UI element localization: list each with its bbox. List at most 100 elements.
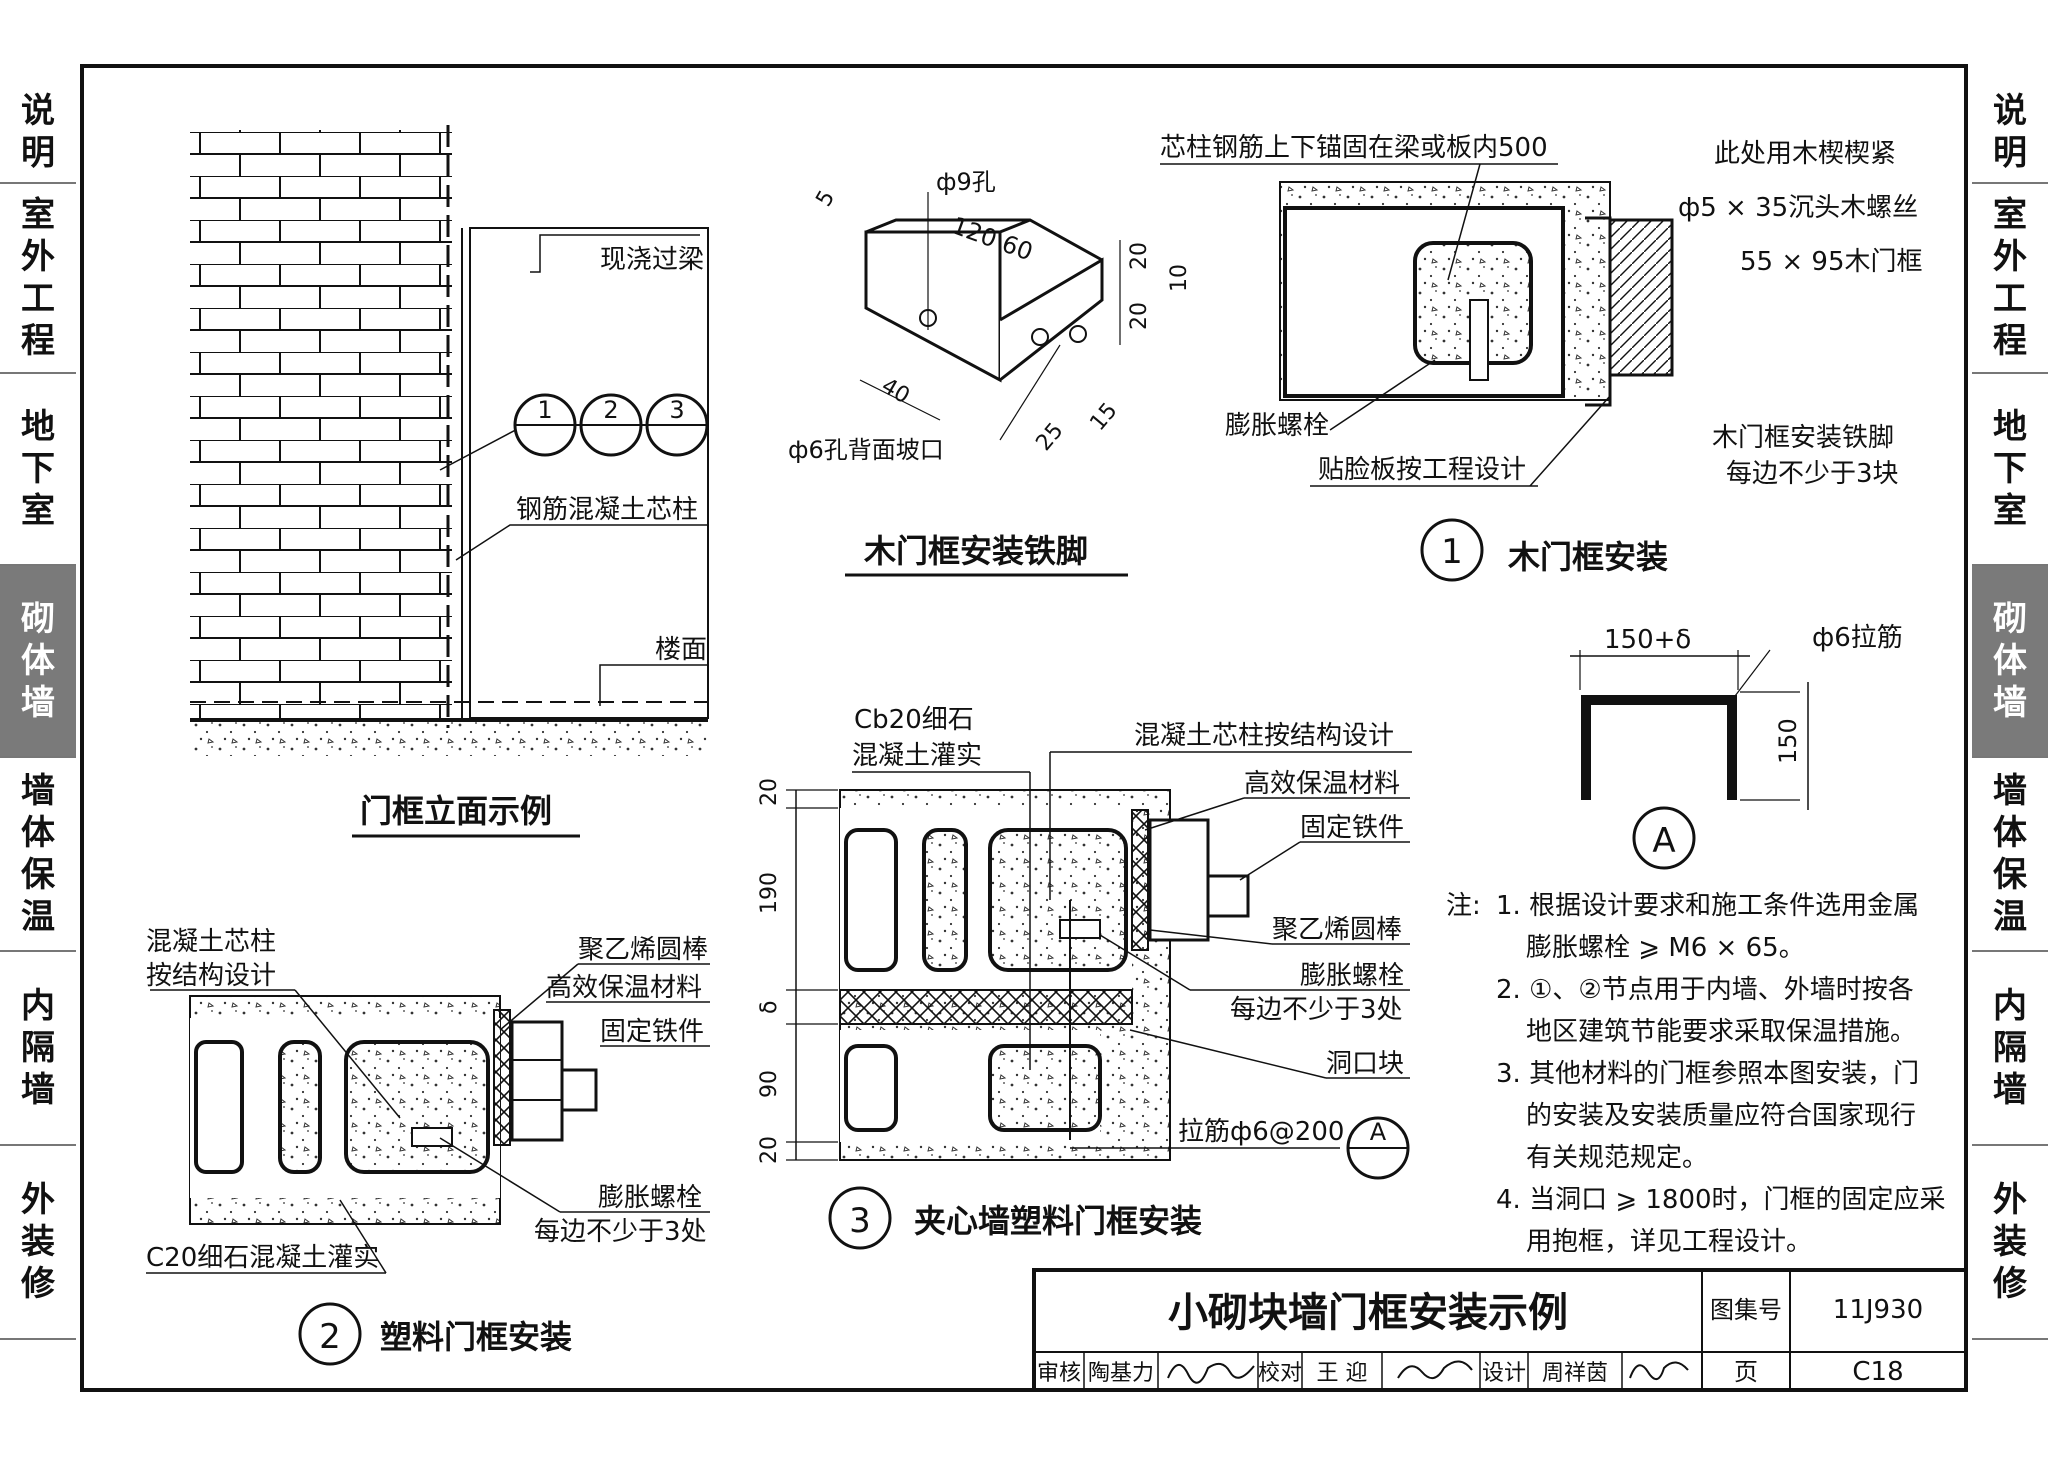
note-line-4: 3. 其他材料的门框参照本图安装，门 bbox=[1496, 1059, 1919, 1089]
sidebar-tab-char: 墙 bbox=[21, 683, 55, 723]
sidebar-tab-3[interactable]: 砌体墙 bbox=[1972, 566, 2048, 758]
sidebar-tab-char: 体 bbox=[1993, 813, 2027, 853]
sidebar-tab-char: 程 bbox=[1993, 321, 2027, 361]
d3-fixer: 固定铁件 bbox=[1300, 813, 1404, 843]
sidebar-tab-1[interactable]: 室外工程 bbox=[1972, 184, 2048, 374]
note-line-2: 2. ①、②节点用于内墙、外墙时按各 bbox=[1496, 975, 1914, 1005]
sidebar-tab-4[interactable]: 墙体保温 bbox=[0, 758, 76, 952]
sidebar-tab-3[interactable]: 砌体墙 bbox=[0, 566, 76, 758]
d2-caption: 塑料门框安装 bbox=[380, 1318, 572, 1356]
sidebar-tab-0[interactable]: 说明 bbox=[1972, 82, 2048, 184]
d2-grout: C20细石混凝土灌实 bbox=[146, 1243, 379, 1273]
note-line-7: 4. 当洞口 ⩾ 1800时，门框的固定应采 bbox=[1496, 1185, 1946, 1215]
design-label: 设计 bbox=[1482, 1361, 1526, 1386]
d3-caption: 夹心墙塑料门框安装 bbox=[914, 1202, 1202, 1240]
sidebar-tab-char: 修 bbox=[1993, 1264, 2027, 1304]
detail-markers: 1 2 3 bbox=[513, 393, 709, 457]
d2-core-line1: 混凝土芯柱 bbox=[146, 927, 276, 957]
d1-number: 1 bbox=[1441, 532, 1463, 572]
sidebar-tab-char: 装 bbox=[21, 1222, 55, 1262]
d2-insul: 高效保温材料 bbox=[546, 973, 702, 1003]
d2-fixer: 固定铁件 bbox=[600, 1017, 704, 1047]
note-line-6: 有关规范规定。 bbox=[1526, 1143, 1708, 1173]
d3-bolt-qty: 每边不少于3处 bbox=[1230, 995, 1403, 1025]
marker-1[interactable]: 1 bbox=[537, 396, 552, 424]
note-line-3: 地区建筑节能要求采取保温措施。 bbox=[1526, 1017, 1916, 1047]
atlas-no: 11J930 bbox=[1833, 1295, 1923, 1325]
detail-a-view: 150+δ ф6拉筋 150 A bbox=[1570, 623, 1903, 870]
d1-foot-line1: 木门框安装铁脚 bbox=[1712, 423, 1894, 453]
a-height: 150 bbox=[1774, 718, 1802, 764]
d2-bolt-qty: 每边不少于3处 bbox=[534, 1217, 707, 1247]
d3-dim-0: 20 bbox=[757, 778, 782, 806]
note-line-8: 用抱框，详见工程设计。 bbox=[1526, 1227, 1812, 1257]
d1-foot-line2: 每边不少于3块 bbox=[1726, 459, 1899, 489]
beam-label: 现浇过梁 bbox=[600, 245, 704, 275]
sidebar-tab-char: 砌 bbox=[1993, 599, 2027, 639]
d1-veneer: 贴脸板按工程设计 bbox=[1318, 455, 1526, 485]
notes-title: 注: bbox=[1446, 891, 1481, 921]
sidebar-tab-4[interactable]: 墙体保温 bbox=[1972, 758, 2048, 952]
elevation-view: 1 2 3 现浇过梁 钢筋混凝土芯柱 楼面 门框立面示例 bbox=[190, 125, 709, 838]
a-letter: A bbox=[1652, 821, 1675, 861]
d3-dim-2: δ bbox=[757, 1001, 782, 1014]
sidebar-tab-char: 明 bbox=[1993, 133, 2027, 173]
column-label: 钢筋混凝土芯柱 bbox=[516, 495, 698, 525]
sidebar-tab-2[interactable]: 地下室 bbox=[1972, 374, 2048, 566]
elevation-caption: 门框立面示例 bbox=[360, 792, 552, 830]
d3-number: 3 bbox=[849, 1201, 871, 1241]
sidebar-tab-char: 墙 bbox=[21, 771, 55, 811]
sidebar-right: 说明室外工程地下室砌体墙墙体保温内隔墙外装修 bbox=[1972, 82, 2048, 1340]
dim-20b: 20 bbox=[1127, 302, 1152, 330]
iron-foot-caption: 木门框安装铁脚 bbox=[863, 532, 1088, 570]
sidebar-tab-char: 温 bbox=[21, 897, 55, 937]
sidebar-tab-2[interactable]: 地下室 bbox=[0, 374, 76, 566]
note-line-5: 的安装及安装质量应符合国家现行 bbox=[1526, 1101, 1916, 1131]
sidebar-tab-char: 室 bbox=[1993, 195, 2027, 235]
sidebar-tab-char: 体 bbox=[21, 641, 55, 681]
sidebar-tab-char: 说 bbox=[1993, 91, 2027, 131]
sidebar-tab-6[interactable]: 外装修 bbox=[0, 1146, 76, 1340]
detail-2-view: 混凝土芯柱 按结构设计 聚乙烯圆棒 高效保温材料 固定铁件 膨胀螺栓 每边不少于… bbox=[146, 927, 710, 1366]
page-label: 页 bbox=[1734, 1358, 1758, 1386]
d3-bolt: 膨胀螺栓 bbox=[1300, 961, 1404, 991]
marker-2[interactable]: 2 bbox=[603, 396, 618, 424]
d1-bolt: 膨胀螺栓 bbox=[1225, 411, 1329, 441]
design-name: 周祥茵 bbox=[1542, 1361, 1608, 1386]
sidebar-tab-char: 外 bbox=[21, 1180, 55, 1220]
atlas-label: 图集号 bbox=[1710, 1296, 1782, 1324]
sidebar-tab-5[interactable]: 内隔墙 bbox=[1972, 952, 2048, 1146]
d1-screw: ф5 × 35沉头木螺丝 bbox=[1678, 193, 1918, 223]
sidebar-tab-char: 墙 bbox=[21, 1070, 55, 1110]
d2-number: 2 bbox=[319, 1317, 341, 1357]
sidebar-left: 说明室外工程地下室砌体墙墙体保温内隔墙外装修 bbox=[0, 82, 76, 1340]
sidebar-tab-6[interactable]: 外装修 bbox=[1972, 1146, 2048, 1340]
check-label: 校对 bbox=[1258, 1361, 1302, 1386]
notes: 注: 1. 根据设计要求和施工条件选用金属 膨胀螺栓 ⩾ M6 × 65。 2.… bbox=[1446, 891, 1946, 1257]
d3-cb-line2: 混凝土灌实 bbox=[852, 741, 982, 771]
page-no: C18 bbox=[1852, 1357, 1903, 1387]
d1-caption: 木门框安装 bbox=[1507, 538, 1668, 576]
sheet-title: 小砌块墙门框安装示例 bbox=[1168, 1290, 1568, 1336]
dim-20a: 20 bbox=[1127, 242, 1152, 270]
detail-1-view: 芯柱钢筋上下锚固在梁或板内500 此处用木楔楔紧 ф5 × 35沉头木螺丝 55… bbox=[1160, 133, 1922, 582]
review-signature bbox=[1167, 1362, 1255, 1384]
sidebar-tab-5[interactable]: 内隔墙 bbox=[0, 952, 76, 1146]
a-width: 150+δ bbox=[1604, 625, 1691, 655]
dim-15: 15 bbox=[1085, 398, 1122, 436]
sidebar-tab-char: 工 bbox=[21, 279, 55, 319]
sidebar-tab-char: 内 bbox=[1993, 986, 2027, 1026]
check-name: 王 迎 bbox=[1317, 1361, 1368, 1386]
sidebar-tab-0[interactable]: 说明 bbox=[0, 82, 76, 184]
d3-tie-ref[interactable]: A bbox=[1370, 1118, 1387, 1146]
marker-3[interactable]: 3 bbox=[669, 396, 684, 424]
sidebar-tab-char: 室 bbox=[21, 195, 55, 235]
sidebar-tab-char: 明 bbox=[21, 133, 55, 173]
sidebar-tab-char: 隔 bbox=[1993, 1028, 2027, 1068]
sidebar-tab-1[interactable]: 室外工程 bbox=[0, 184, 76, 374]
d1-top-label: 芯柱钢筋上下锚固在梁或板内500 bbox=[1160, 133, 1548, 163]
design-signature bbox=[1629, 1361, 1689, 1380]
review-label: 审核 bbox=[1037, 1361, 1081, 1386]
sidebar-tab-char: 内 bbox=[21, 986, 55, 1026]
